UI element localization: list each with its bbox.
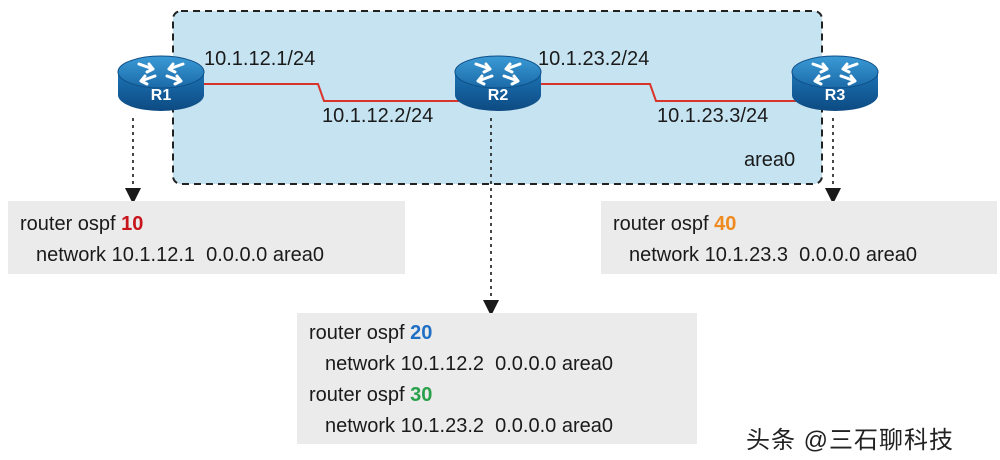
network-statement: network 10.1.23.3 0.0.0.0 area0: [629, 244, 917, 266]
r1-ospf-config: router ospf 10 network 10.1.12.1 0.0.0.0 …: [8, 201, 405, 274]
router-ospf-line: router ospf 10: [20, 209, 405, 240]
ip-label-r3: 10.1.23.3/24: [657, 105, 769, 127]
router-r1[interactable]: R1: [117, 55, 205, 111]
r3-ospf-config: router ospf 40 network 10.1.23.3 0.0.0.0 …: [601, 201, 997, 274]
router-r2[interactable]: R2: [454, 55, 542, 111]
router-label: R1: [151, 87, 172, 104]
watermark: 头条 @三石聊科技: [746, 427, 955, 454]
router-label: R3: [825, 87, 846, 104]
router-icon: [474, 62, 522, 86]
router-ospf-line: router ospf 20: [309, 318, 697, 349]
router-label: R2: [488, 87, 509, 104]
ospf-process-id: 10: [121, 213, 144, 235]
r2-ospf-config: router ospf 20 network 10.1.12.2 0.0.0.0 …: [297, 313, 697, 444]
ospf-process-id: 20: [410, 322, 433, 344]
router-r3[interactable]: R3: [791, 55, 879, 111]
ip-label-r2-right: 10.1.23.2/24: [538, 48, 650, 70]
ip-label-r2-left: 10.1.12.2/24: [322, 105, 434, 127]
network-statement: network 10.1.12.2 0.0.0.0 area0: [325, 353, 613, 375]
link-r1-r2: [196, 83, 468, 102]
router-ospf-line: router ospf 30: [309, 380, 697, 411]
link-r2-r3: [528, 83, 800, 102]
router-ospf-prefix: router ospf: [613, 213, 715, 235]
ip-label-r1: 10.1.12.1/24: [204, 48, 316, 70]
router-ospf-prefix: router ospf: [309, 384, 411, 406]
network-statement: network 10.1.12.1 0.0.0.0 area0: [36, 244, 324, 266]
router-icon: [811, 62, 859, 86]
router-ospf-prefix: router ospf: [309, 322, 411, 344]
router-ospf-line: router ospf 40: [613, 209, 997, 240]
router-ospf-prefix: router ospf: [20, 213, 122, 235]
router-icon: [137, 62, 185, 86]
ospf-process-id: 40: [714, 213, 737, 235]
network-statement: network 10.1.23.2 0.0.0.0 area0: [325, 415, 613, 437]
area-label: area0: [744, 149, 796, 171]
ospf-process-id: 30: [410, 384, 433, 406]
